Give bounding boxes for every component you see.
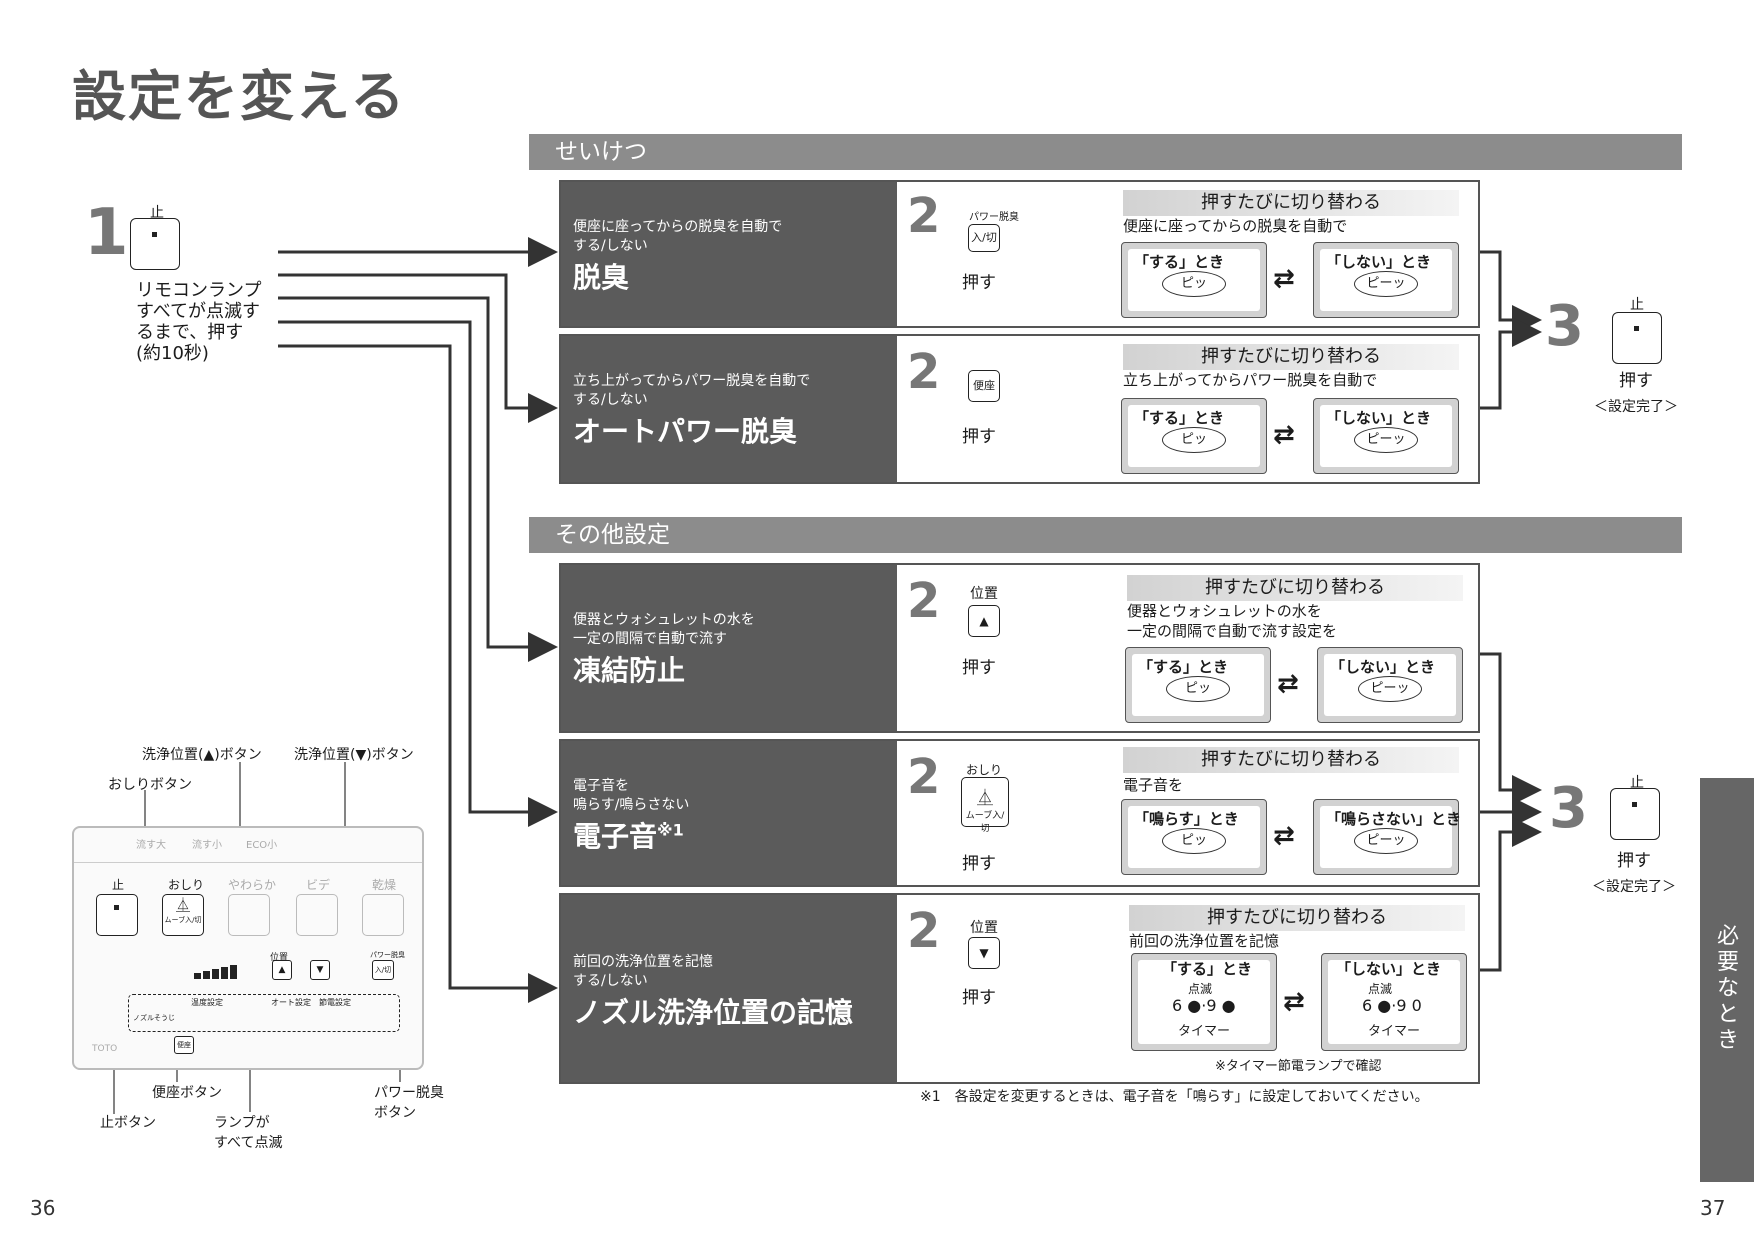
panel-nozzle-position-memory: 前回の洗浄位置を記憶する/しない ノズル洗浄位置の記憶 2 位置 ▼ 押す 押す… xyxy=(559,893,1480,1084)
panel-label: 立ち上がってからパワー脱臭を自動でする/しない オートパワー脱臭 xyxy=(561,336,897,482)
swap-arrows: ⇄ xyxy=(1273,420,1295,450)
remote-power-deodorize-button[interactable]: 入/切 xyxy=(372,960,394,980)
step3-stop-button-upper[interactable] xyxy=(1612,312,1662,364)
callout-lamps: ランプがすべて点滅 xyxy=(214,1115,283,1151)
callout-position-up: 洗浄位置(▲)ボタン xyxy=(142,747,262,763)
confirm-note: ※タイマー節電ランプで確認 xyxy=(1215,1059,1382,1074)
choice-off: 「しない」とき ピーッ xyxy=(1313,398,1459,474)
step3-stop-button-lower[interactable] xyxy=(1610,788,1660,840)
panel-title: 電子音※1 xyxy=(573,820,684,853)
step1-stop-button[interactable] xyxy=(130,218,180,270)
remote-lamp-panel: 温度設定 オート設定 節電設定 ノズルそうじ xyxy=(128,994,400,1032)
step1-stop-caption: 止 xyxy=(150,205,164,221)
panel-title: 凍結防止 xyxy=(573,654,686,687)
page-number-left: 36 xyxy=(30,1196,56,1220)
step2-number: 2 xyxy=(907,344,941,400)
step3-number-lower: 3 xyxy=(1549,776,1588,841)
callout-stop: 止ボタン xyxy=(100,1115,156,1131)
swap-arrows: ⇄ xyxy=(1283,987,1305,1017)
position-up-button[interactable]: ▲ xyxy=(968,605,1000,637)
remote-oshiri-button[interactable]: ⏅ムーブ入/切 xyxy=(162,894,204,936)
choice-on: 「鳴らす」とき ピッ xyxy=(1121,799,1267,875)
push-label: 押す xyxy=(962,658,996,678)
remote-position-up-button[interactable]: ▲ xyxy=(272,960,292,980)
push-label: 押す xyxy=(962,854,996,874)
panel-label: 便器とウォシュレットの水を一定の間隔で自動で流す 凍結防止 xyxy=(561,565,897,731)
stop-icon xyxy=(1632,802,1637,807)
swap-arrows: ⇄ xyxy=(1277,669,1299,699)
position-down-button[interactable]: ▼ xyxy=(968,937,1000,969)
step3-number-upper: 3 xyxy=(1545,294,1584,359)
swap-arrows: ⇄ xyxy=(1273,264,1295,294)
step2-number: 2 xyxy=(907,188,941,244)
seat-button[interactable]: 便座 xyxy=(968,370,1000,402)
panel-freeze-prevention: 便器とウォシュレットの水を一定の間隔で自動で流す 凍結防止 2 位置 ▲ 押す … xyxy=(559,563,1480,733)
choice-off: 「しない」とき 点滅 6 ●·9 0 タイマー xyxy=(1321,953,1467,1051)
panel-title: 脱臭 xyxy=(573,261,630,294)
push-label: 押す xyxy=(962,427,996,447)
choice-off: 「しない」とき ピーッ xyxy=(1313,242,1459,318)
push-label: 押す xyxy=(962,273,996,293)
remote-soft-button[interactable] xyxy=(228,894,270,936)
remote-control: 流す大 流す小 ECO小 止 おしり やわらか ビデ 乾燥 ⏅ムーブ入/切 位置… xyxy=(72,826,424,1070)
stop-icon xyxy=(152,232,157,237)
panel-title: ノズル洗浄位置の記憶 xyxy=(573,996,854,1029)
toggle-head: 押すたびに切り替わる xyxy=(1123,344,1459,370)
toggle-head: 押すたびに切り替わる xyxy=(1127,575,1463,601)
oshiri-icon: ⏅ xyxy=(976,788,993,807)
page-number-right: 37 xyxy=(1700,1196,1726,1220)
panel-auto-power-deodorize: 立ち上がってからパワー脱臭を自動でする/しない オートパワー脱臭 2 便座 押す… xyxy=(559,334,1480,484)
toggle-head: 押すたびに切り替わる xyxy=(1129,905,1465,931)
stop-icon xyxy=(1634,326,1639,331)
side-tab[interactable]: 必要なとき xyxy=(1700,778,1754,1182)
choice-on: 「する」とき ピッ xyxy=(1121,398,1267,474)
power-deodorize-button[interactable]: 入/切 xyxy=(968,224,1000,252)
panel-label: 電子音を鳴らす/鳴らさない 電子音※1 xyxy=(561,741,897,885)
remote-dry-button[interactable] xyxy=(362,894,404,936)
choice-off: 「鳴らさない」とき ピーッ xyxy=(1313,799,1461,875)
page-title: 設定を変える xyxy=(72,65,407,128)
water-pressure-lamps xyxy=(194,960,239,979)
oshiri-button[interactable]: ⏅ ムーブ入/切 xyxy=(961,777,1009,834)
callout-power: パワー脱臭ボタン xyxy=(374,1085,444,1121)
panel-beep-sound: 電子音を鳴らす/鳴らさない 電子音※1 2 おしり ⏅ ムーブ入/切 押す 押す… xyxy=(559,739,1480,887)
panel-title: オートパワー脱臭 xyxy=(573,415,798,448)
remote-position-down-button[interactable]: ▼ xyxy=(310,960,330,980)
choice-on: 「する」とき ピッ xyxy=(1121,242,1267,318)
toggle-head: 押すたびに切り替わる xyxy=(1123,190,1459,216)
section-bar-seiketsu: せいけつ xyxy=(529,134,1682,170)
choice-on: 「する」とき ピッ xyxy=(1125,647,1271,723)
panel-label: 便座に座ってからの脱臭を自動でする/しない 脱臭 xyxy=(561,182,897,326)
remote-stop-button[interactable] xyxy=(96,894,138,936)
step2-number: 2 xyxy=(907,903,941,959)
panel-deodorize: 便座に座ってからの脱臭を自動でする/しない 脱臭 2 パワー脱臭 入/切 押す … xyxy=(559,180,1480,328)
panel-label: 前回の洗浄位置を記憶する/しない ノズル洗浄位置の記憶 xyxy=(561,895,897,1082)
step2-number: 2 xyxy=(907,573,941,629)
step2-number: 2 xyxy=(907,749,941,805)
callout-seat: 便座ボタン xyxy=(152,1085,222,1101)
choice-off: 「しない」とき ピーッ xyxy=(1317,647,1463,723)
remote-seat-button[interactable]: 便座 xyxy=(174,1036,194,1054)
step1-instruction: リモコンランプ すべてが点滅す るまで、押す (約10秒) xyxy=(136,280,262,364)
remote-bidet-button[interactable] xyxy=(296,894,338,936)
choice-on: 「する」とき 点滅 6 ●·9 ● タイマー xyxy=(1131,953,1277,1051)
callout-position-down: 洗浄位置(▼)ボタン xyxy=(294,747,414,763)
section-bar-other: その他設定 xyxy=(529,517,1682,553)
callout-oshiri: おしりボタン xyxy=(108,777,192,793)
push-label: 押す xyxy=(962,988,996,1008)
step1-number: 1 xyxy=(84,196,129,270)
footnote: ※1 各設定を変更するときは、電子音を「鳴らす」に設定しておいてください。 xyxy=(920,1089,1429,1105)
toggle-head: 押すたびに切り替わる xyxy=(1123,747,1459,773)
swap-arrows: ⇄ xyxy=(1273,821,1295,851)
